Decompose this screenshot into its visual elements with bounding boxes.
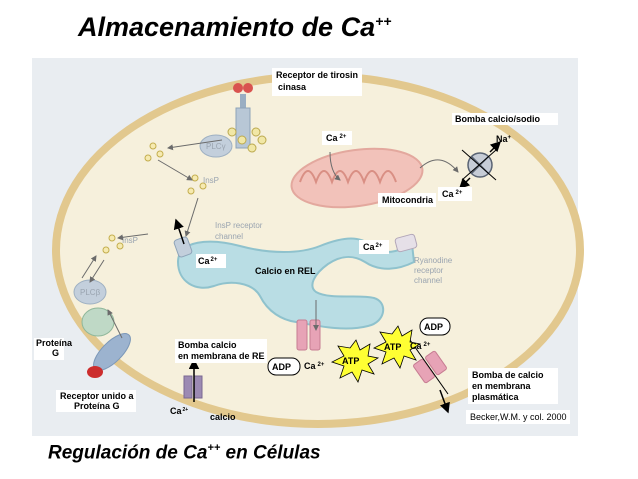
- svg-text:channel: channel: [414, 276, 442, 285]
- pathway-arrows: [81, 139, 459, 339]
- label-calcio-bottom: calcio: [210, 412, 236, 422]
- svg-text:PLCβ: PLCβ: [80, 288, 101, 297]
- label-bomba-pm-2: en membrana: [472, 381, 532, 391]
- svg-text:InsP: InsP: [203, 176, 219, 185]
- plasma-membrane-calcium-pump: [409, 339, 449, 395]
- page-subtitle: Regulación de Ca++ en Células: [48, 442, 321, 464]
- mitochondrion: [290, 147, 424, 209]
- svg-text:receptor: receptor: [414, 266, 444, 275]
- calcium-release-arrow: [173, 218, 185, 245]
- label-receptor-tirosin: Receptor de tirosin: [276, 70, 358, 80]
- svg-text:PLCγ: PLCγ: [206, 142, 226, 151]
- er-calcium-pump: [296, 319, 321, 351]
- page-title: Almacenamiento de Ca++: [78, 12, 392, 42]
- label-na: Na+: [496, 134, 512, 144]
- receptor-tyrosine-kinase: [227, 83, 267, 153]
- calcium-efflux-arrow: [439, 389, 450, 414]
- svg-text:InsP receptor: InsP receptor: [215, 221, 263, 230]
- svg-text:channel: channel: [215, 232, 243, 241]
- label-calcio-rel: Calcio en REL: [255, 266, 316, 276]
- label-atp-right: ATP: [384, 342, 401, 352]
- label-bomba-pm-1: Bomba de calcio: [472, 370, 544, 380]
- label-cinasa: cinasa: [278, 82, 307, 92]
- receptor-ligand: [87, 366, 103, 378]
- label-proteina-g-letter: G: [52, 348, 59, 358]
- sodium-in-arrow: [458, 177, 471, 190]
- label-ca-bottom: Ca2+: [170, 406, 188, 416]
- label-bomba-re-2: en membrana de RE: [178, 351, 265, 361]
- svg-text:InsP: InsP: [122, 236, 138, 245]
- ryanodine-receptor-channel: [394, 233, 418, 253]
- label-proteina-g: Proteína: [36, 338, 73, 348]
- label-receptor-g: Receptor unido a: [60, 391, 135, 401]
- citation: Becker,W.M. y col. 2000: [470, 412, 567, 422]
- label-bomba-re: Bomba calcio: [178, 340, 237, 350]
- label-bomba-pm-3: plasmática: [472, 392, 520, 402]
- atp-burst-right: [372, 325, 422, 369]
- label-mitocondria: Mitocondria: [382, 195, 434, 205]
- label-adp-left: ADP: [272, 362, 291, 372]
- insp3-molecule: [102, 142, 207, 254]
- sodium-calcium-exchanger: [461, 149, 497, 181]
- label-receptor-g-2: Proteína G: [74, 401, 120, 411]
- label-adp-right: ADP: [424, 322, 443, 332]
- insp3-receptor-channel: [173, 236, 193, 258]
- label-bomba-calcio-sodio: Bomba calcio/sodio: [455, 114, 541, 124]
- svg-text:Ryanodine: Ryanodine: [414, 256, 453, 265]
- endoplasmic-reticulum: [176, 237, 416, 330]
- atp-burst-left: [330, 339, 380, 383]
- label-atp-left: ATP: [342, 356, 359, 366]
- sodium-out-arrow: [489, 140, 502, 153]
- plc-gamma: [199, 134, 233, 158]
- label-ca-rel-left: Ca2+: [198, 256, 218, 266]
- label-ca-rel-right: Ca2+: [363, 242, 383, 252]
